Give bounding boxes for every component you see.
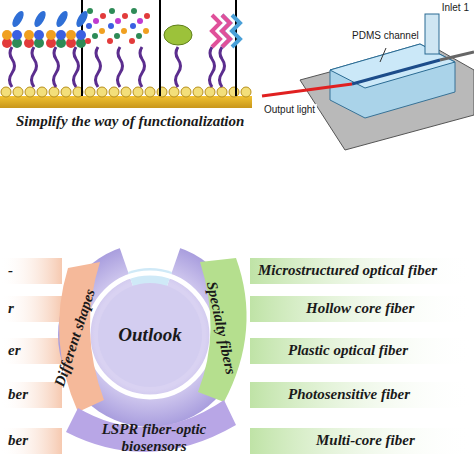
list-item: Hollow core fiber bbox=[300, 297, 420, 320]
part-label: Output light bbox=[262, 104, 317, 115]
list-item: Microstructured optical fiber bbox=[252, 259, 443, 282]
list-item: Plastic optical fiber bbox=[282, 339, 414, 362]
part-label: Inlet 1 bbox=[440, 2, 471, 13]
list-item: ber bbox=[2, 429, 34, 452]
list-item: ber bbox=[2, 383, 34, 406]
band-text: Specialty fibers bbox=[203, 280, 239, 376]
band-text: Outlook bbox=[118, 324, 181, 346]
band-text: Different shapes bbox=[51, 287, 99, 389]
list-item: er bbox=[2, 339, 27, 362]
ring-band: Specialty fibers bbox=[204, 262, 238, 394]
list-item: Multi-core fiber bbox=[310, 429, 421, 452]
part-label: PDMS channel bbox=[350, 30, 421, 41]
ring-band: Different shapes bbox=[58, 272, 92, 404]
ring-band: LSPR fiber-optic biosensors bbox=[84, 416, 224, 460]
list-item: - bbox=[2, 259, 19, 282]
list-item: Photosensitive fiber bbox=[282, 383, 416, 406]
list-item: r bbox=[2, 297, 20, 320]
band-text: LSPR fiber-optic biosensors bbox=[89, 421, 219, 456]
heading-text: Simplify the way of functionalization bbox=[10, 110, 250, 133]
center-circle: Outlook bbox=[100, 320, 200, 350]
